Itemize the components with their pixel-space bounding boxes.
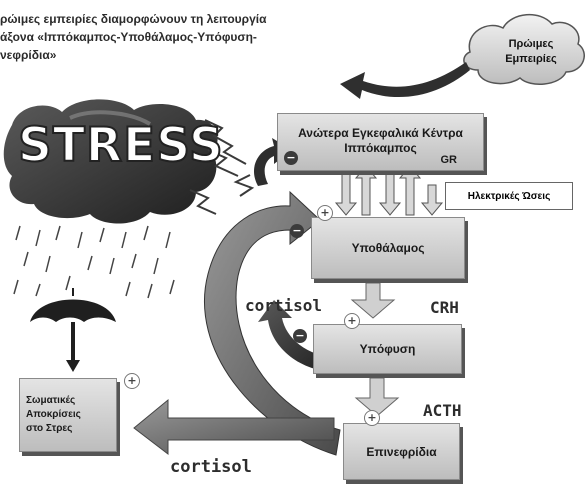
- crh-label: CRH: [430, 298, 459, 317]
- early-experiences-cloud: [463, 13, 585, 85]
- cloud-line-2: Εμπειρίες: [505, 53, 557, 65]
- stress-storm-cloud: [3, 99, 218, 224]
- figure-caption: ρώιμες εμπειρίες διαμορφώνουν τη λειτουρ…: [0, 10, 340, 64]
- caption-line-1: ρώιμες εμπειρίες διαμορφώνουν τη λειτουρ…: [0, 12, 267, 26]
- cortisol-feedback-arrow-large: [203, 190, 341, 456]
- plus-sign-adrenal: +: [364, 410, 380, 426]
- caption-line-3: νεφρίδια»: [0, 48, 57, 62]
- feedback-up-arrows: [354, 165, 422, 216]
- somatic-line-2: Αποκρίσεις: [26, 409, 81, 420]
- cortisol-label-upper: cortisol: [245, 296, 323, 315]
- minus-sign-hypothalamus: −: [290, 224, 304, 238]
- higher-brain-label: Ανώτερα Εγκεφαλικά Κέντρα: [298, 126, 463, 140]
- rain: [13, 225, 175, 299]
- pituitary-label: Υπόφυση: [359, 342, 416, 356]
- plus-sign-somatic: +: [124, 373, 140, 389]
- plus-sign-hypothalamus: +: [317, 205, 333, 221]
- crh-arrow: [350, 282, 396, 319]
- caption-line-2: άξονα «Ιππόκαμπος-Υποθάλαμος-Υπόφυση-: [0, 30, 257, 44]
- adrenal-box: Επινεφρίδια: [343, 423, 460, 480]
- hypothalamus-label: Υποθάλαμος: [351, 241, 425, 255]
- higher-brain-centres-box: Ανώτερα Εγκεφαλικά Κέντρα Ιππόκαμπος GR: [277, 113, 484, 171]
- early-experiences-label: Πρώιμες Εμπειρίες: [491, 37, 571, 67]
- pituitary-box: Υπόφυση: [313, 324, 462, 374]
- lightning-bolts: [189, 119, 255, 215]
- cloud-line-1: Πρώιμες: [508, 38, 554, 50]
- adrenal-to-somatic-arrow: [133, 398, 335, 456]
- minus-sign-pituitary: −: [293, 329, 307, 343]
- hippocampus-label: Ιππόκαμπος: [344, 141, 417, 155]
- electric-impulses-label: Ηλεκτρικές Ώσεις: [445, 182, 573, 210]
- hypothalamus-box: Υποθάλαμος: [311, 217, 465, 279]
- cortisol-feedback-arrow-small: [258, 300, 338, 372]
- somatic-line-3: στο Στρες: [26, 423, 73, 434]
- brain-hypothalamus-arrows: [334, 171, 444, 216]
- adrenal-label: Επινεφρίδια: [366, 444, 437, 459]
- somatic-line-1: Σωματικές: [26, 395, 76, 406]
- cloud-to-brain-arrow: [340, 62, 470, 99]
- cortisol-label-lower: cortisol: [170, 457, 252, 477]
- umbrella: [30, 288, 116, 372]
- plus-sign-pituitary: +: [344, 313, 360, 329]
- minus-sign-brain: −: [284, 151, 298, 165]
- stress-word: STRESS: [17, 117, 224, 174]
- acth-arrow: [354, 377, 400, 417]
- acth-label: ACTH: [423, 401, 462, 420]
- somatic-responses-box: Σωματικές Αποκρίσεις στο Στρες: [19, 378, 117, 452]
- gr-label: GR: [440, 154, 458, 166]
